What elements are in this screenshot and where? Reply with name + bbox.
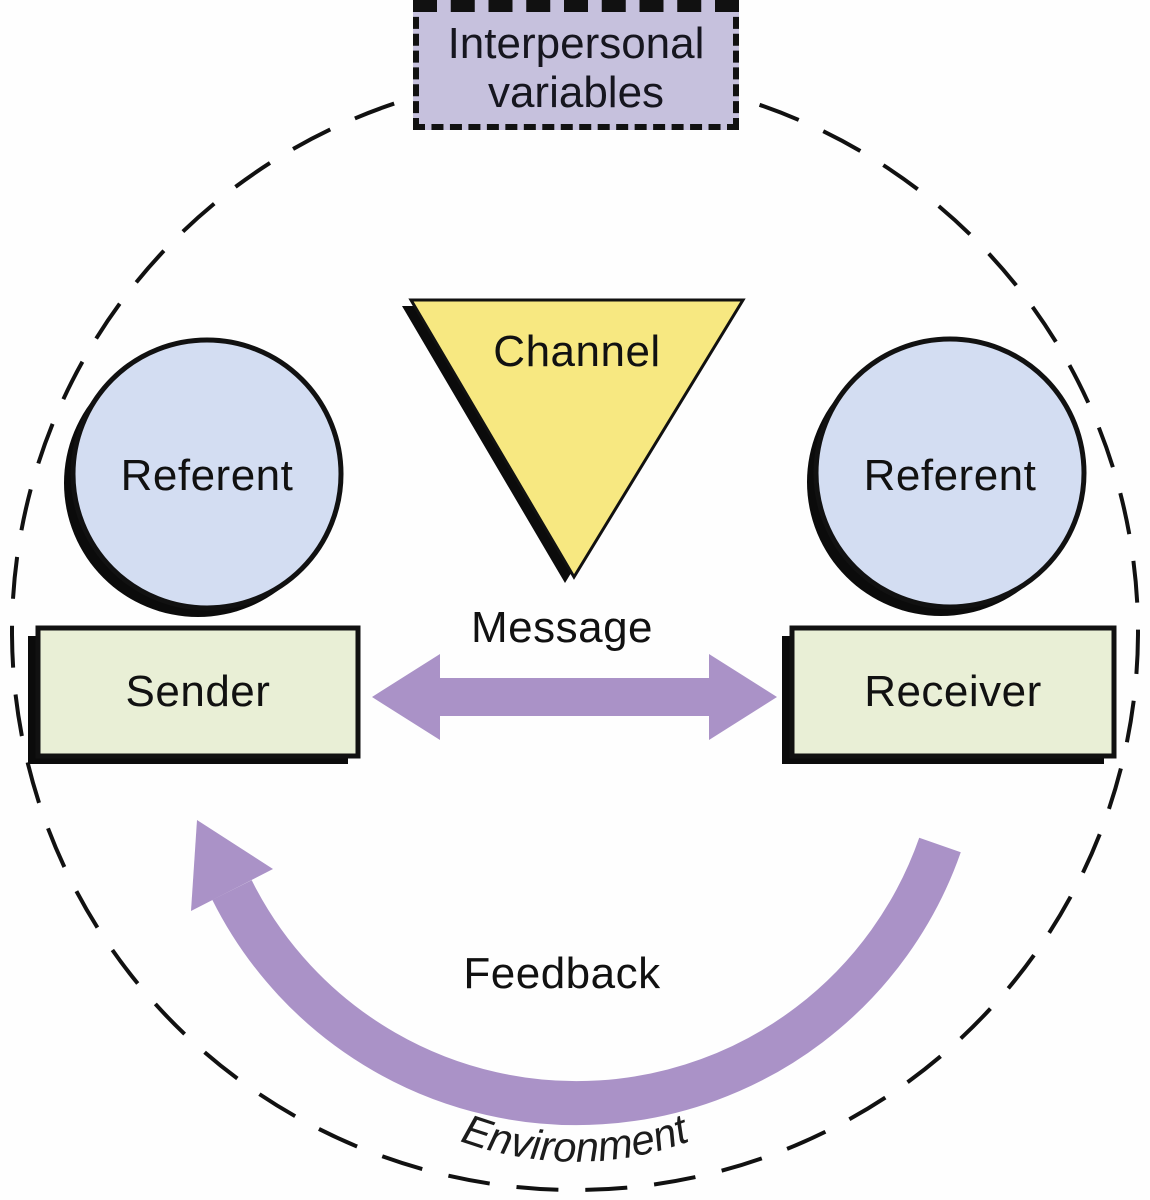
receiver-label: Receiver xyxy=(864,667,1042,716)
interpersonal-variables-box: Interpersonal variables xyxy=(413,0,739,130)
message-double-arrow-icon xyxy=(372,654,777,740)
interpersonal-variables-label-line2: variables xyxy=(487,68,665,117)
sender-label: Sender xyxy=(125,667,271,716)
feedback-arrowhead-icon xyxy=(191,820,273,911)
feedback-label: Feedback xyxy=(463,949,661,998)
channel-triangle xyxy=(408,298,746,580)
referent-right-circle xyxy=(813,336,1087,610)
feedback-arrow-arc xyxy=(212,837,961,1126)
message-label: Message xyxy=(470,603,654,652)
interpersonal-variables-label-line1: Interpersonal xyxy=(447,18,705,68)
referent-left-label: Referent xyxy=(120,451,294,500)
channel-label: Channel xyxy=(493,327,661,376)
referent-left-circle xyxy=(70,337,344,611)
receiver-box xyxy=(789,625,1117,759)
sender-box xyxy=(35,625,361,759)
referent-right-label: Referent xyxy=(863,451,1037,500)
